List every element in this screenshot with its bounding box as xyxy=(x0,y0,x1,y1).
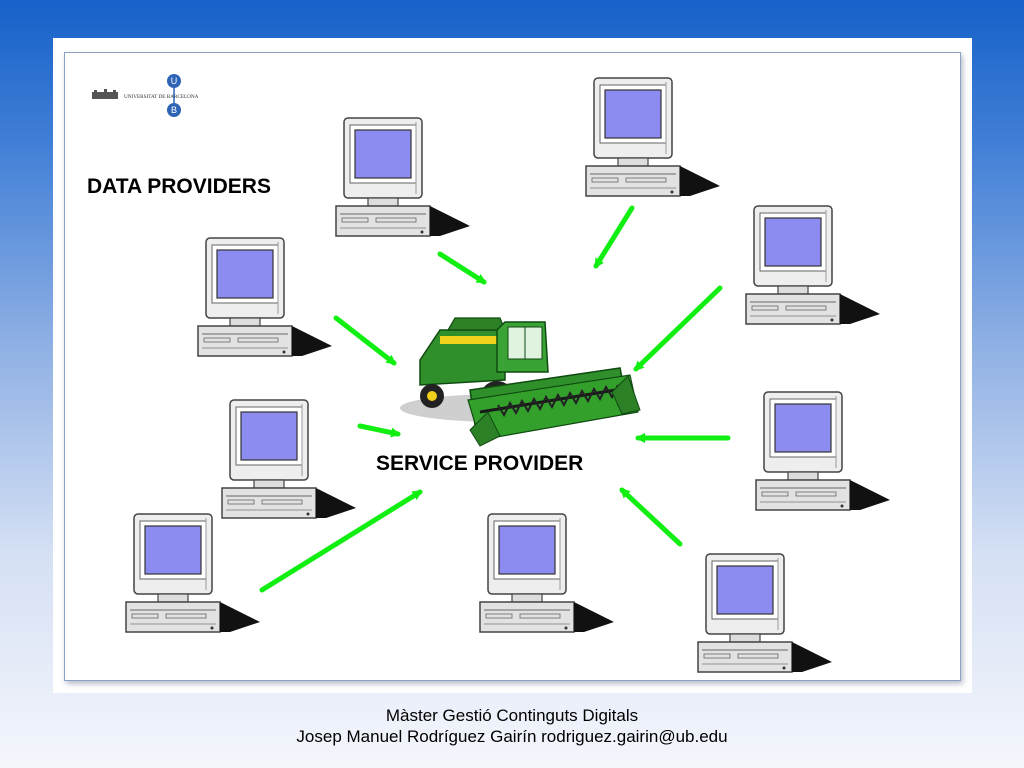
data-provider-computer-6 xyxy=(755,391,891,511)
flow-arrow-8 xyxy=(619,487,683,547)
data-providers-label: DATA PROVIDERS xyxy=(87,175,271,198)
flow-arrow-2 xyxy=(593,205,635,269)
combine-harvester-icon xyxy=(400,317,641,447)
data-provider-computer-7 xyxy=(125,513,261,633)
flow-arrow-7 xyxy=(259,489,423,593)
flow-arrow-1 xyxy=(437,251,487,285)
data-provider-computer-4 xyxy=(745,205,881,325)
footer-author-contact: Josep Manuel Rodríguez Gairín rodriguez.… xyxy=(296,727,728,746)
service-provider-label: SERVICE PROVIDER xyxy=(376,452,584,475)
data-provider-computer-5 xyxy=(221,399,357,519)
flow-arrow-5 xyxy=(357,423,401,438)
data-provider-computer-2 xyxy=(585,77,721,197)
data-provider-computer-9 xyxy=(697,553,833,673)
university-logo: UNIVERSITAT DE BARCELONA U B xyxy=(92,74,199,117)
svg-text:U: U xyxy=(171,76,178,86)
data-provider-computer-8 xyxy=(479,513,615,633)
footer-course-title: Màster Gestió Continguts Digitals xyxy=(385,706,639,725)
data-provider-computer-3 xyxy=(197,237,333,357)
logo-institution-name: UNIVERSITAT DE BARCELONA xyxy=(124,94,199,100)
data-provider-computer-1 xyxy=(335,117,471,237)
flow-arrow-3 xyxy=(333,315,397,366)
footer: Màster Gestió Continguts Digitals Josep … xyxy=(0,705,1024,747)
flow-arrow-4 xyxy=(633,285,723,372)
svg-text:B: B xyxy=(171,105,177,115)
